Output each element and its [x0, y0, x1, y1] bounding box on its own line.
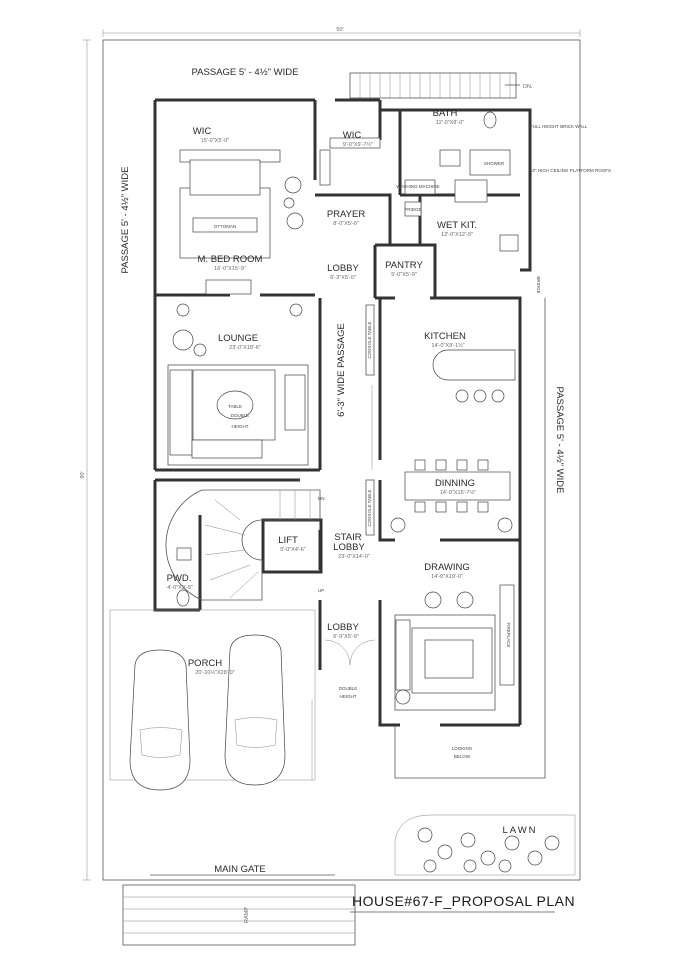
svg-text:CONSOLE TABLE: CONSOLE TABLE	[367, 321, 372, 358]
spiral-stair: DN. UP	[165, 489, 326, 601]
kitchen-island	[432, 349, 516, 403]
svg-text:HEIGHT: HEIGHT	[339, 694, 356, 699]
svg-text:OTTOMAN: OTTOMAN	[214, 224, 236, 229]
svg-text:5'-0"X4'-6": 5'-0"X4'-6"	[280, 547, 306, 553]
svg-text:12'-0"X8'-0": 12'-0"X8'-0"	[436, 120, 465, 126]
console-table-1	[365, 304, 375, 376]
room-stair-lobby: STAIR	[334, 532, 361, 543]
svg-text:HEIGHT: HEIGHT	[231, 424, 248, 429]
room-lobby-1: LOBBY	[327, 263, 359, 274]
dining-table	[390, 459, 513, 533]
room-wic-1: WIC	[193, 126, 212, 137]
drawing-room-furniture: FIREPLACE	[394, 584, 515, 711]
svg-text:BRIDGE: BRIDGE	[536, 276, 541, 293]
dimension-lines: 50' 90'	[80, 27, 581, 881]
room-porch: PORCH	[188, 658, 222, 669]
svg-text:23'-0"X18'-6": 23'-0"X18'-6"	[229, 345, 261, 351]
walls	[153, 98, 532, 727]
bath-fixtures: SHOWER FULL HEIGHT BRICK WALL 10" HIGH C…	[439, 111, 611, 176]
room-dinning: DINNING	[435, 478, 475, 489]
svg-text:DN.: DN.	[318, 496, 326, 501]
room-lounge: LOUNGE	[218, 333, 258, 344]
svg-text:LOBBY: LOBBY	[333, 542, 365, 553]
svg-text:4'-0"X9'-9": 4'-0"X9'-9"	[167, 585, 193, 591]
svg-text:14'-0"X15'-7½": 14'-0"X15'-7½"	[440, 489, 476, 496]
looking-below-outline	[394, 298, 546, 779]
svg-text:UP: UP	[318, 588, 324, 593]
bedroom-furniture: OTTOMAN	[179, 149, 304, 295]
room-kitchen: KITCHEN	[424, 331, 466, 342]
svg-text:8'-0"X5'-0": 8'-0"X5'-0"	[333, 221, 359, 227]
console-table-2	[365, 479, 375, 536]
svg-text:16'-0"X15'-9": 16'-0"X15'-9"	[214, 266, 246, 272]
svg-text:FULL HEIGHT BRICK WALL: FULL HEIGHT BRICK WALL	[530, 124, 588, 129]
svg-text:10" HIGH CEILING PLATFORM ROOF: 10" HIGH CEILING PLATFORM ROOFS	[530, 168, 611, 173]
wet-kitchen-fixtures: WASHING MACHINE FRIDGE	[396, 179, 519, 252]
lounge-furniture: TABLE DOUBLE HEIGHT	[167, 303, 309, 466]
ramp: RAMP	[122, 884, 356, 946]
svg-text:9'-0"X9'-7½": 9'-0"X9'-7½"	[343, 141, 373, 148]
passage-left-label: PASSAGE 5' - 4½" WIDE	[120, 167, 131, 274]
room-master-bedroom: M. BED ROOM	[198, 254, 263, 265]
room-bath: BATH	[433, 108, 458, 119]
svg-text:DOUBLE: DOUBLE	[339, 686, 358, 691]
room-drawing: DRAWING	[424, 562, 470, 573]
svg-text:5'-0"X5'-9": 5'-0"X5'-9"	[391, 272, 417, 278]
room-prayer: PRAYER	[327, 209, 366, 220]
svg-text:LOOKING: LOOKING	[452, 746, 473, 751]
top-stairs: DN.	[349, 72, 533, 99]
passage-mid-label: 6'-3" WIDE PASSAGE	[336, 323, 347, 417]
room-wic-2: WIC	[343, 130, 362, 141]
plan-title: HOUSE#67-F_PROPOSAL PLAN	[352, 893, 576, 909]
dn-top-label: DN.	[523, 84, 533, 90]
room-lobby-2: LOBBY	[327, 622, 359, 633]
room-labels: WIC 15'-0"X5'-0" WIC 9'-0"X9'-7½" BATH 1…	[167, 108, 541, 759]
svg-text:12'-0"X12'-9": 12'-0"X12'-9"	[441, 232, 473, 238]
room-powder: PWD.	[167, 573, 192, 584]
lawn-label: LAWN	[502, 825, 537, 836]
room-lift: LIFT	[278, 535, 298, 546]
porch-outline	[109, 609, 316, 781]
svg-text:TABLE: TABLE	[228, 404, 242, 409]
svg-text:DOUBLE: DOUBLE	[231, 413, 250, 418]
svg-text:14'-0"X9'-1½": 14'-0"X9'-1½"	[431, 342, 464, 349]
passage-top-label: PASSAGE 5' - 4½" WIDE	[192, 67, 299, 78]
svg-text:6'-9"X5'-9": 6'-9"X5'-9"	[333, 634, 359, 640]
passage-right-label: PASSAGE 5' - 4½" WIDE	[554, 387, 565, 494]
car-2	[224, 634, 286, 786]
room-wet-kitchen: WET KIT.	[437, 220, 477, 231]
svg-text:6'-3"X5'-0": 6'-3"X5'-0"	[330, 275, 356, 281]
svg-text:FRIDGE: FRIDGE	[404, 207, 421, 212]
lobby-doors: DOUBLE HEIGHT	[324, 639, 376, 699]
main-gate-label: MAIN GATE	[214, 864, 266, 875]
svg-text:FIREPLACE: FIREPLACE	[506, 622, 511, 647]
side-dimension: 90'	[80, 471, 86, 478]
svg-text:BELOW: BELOW	[454, 754, 471, 759]
svg-text:23'-0"X14'-0": 23'-0"X14'-0"	[338, 554, 370, 560]
svg-text:WASHING MACHINE: WASHING MACHINE	[396, 184, 439, 189]
svg-text:15'-0"X5'-0": 15'-0"X5'-0"	[201, 138, 230, 144]
svg-text:14'-0"X19'-0": 14'-0"X19'-0"	[431, 574, 463, 580]
room-pantry: PANTRY	[385, 260, 423, 271]
svg-text:RAMP: RAMP	[244, 907, 250, 923]
lawn: LAWN	[394, 814, 576, 876]
car-1	[129, 649, 191, 791]
svg-text:SHOWER: SHOWER	[484, 161, 505, 166]
plot-boundary	[102, 39, 581, 881]
svg-text:20'-10½"X28'-0": 20'-10½"X28'-0"	[195, 669, 234, 676]
top-dimension: 50'	[336, 27, 343, 33]
svg-text:CONSOLE TABLE: CONSOLE TABLE	[367, 489, 372, 526]
